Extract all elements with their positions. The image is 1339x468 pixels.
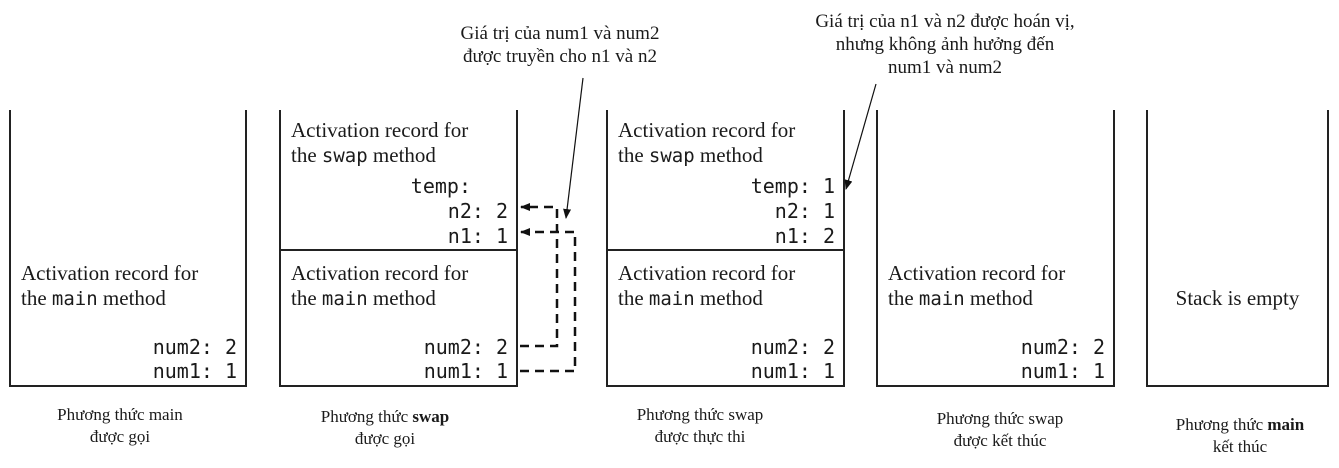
- pointer-arrow-swapped: [844, 83, 877, 190]
- caption-swap-called: Phương thức swap được gọi: [320, 407, 450, 448]
- dashed-arrow-num1-to-n1: [520, 228, 577, 373]
- note-swapped-line2: nhưng không ảnh hưởng đến: [835, 34, 1055, 55]
- var-temp: temp:: [410, 174, 471, 198]
- main-record-title: Activation record for the main method: [291, 261, 469, 310]
- swap-record-title: Activation record for the swap method: [291, 118, 469, 167]
- main-record-title: Activation record for the main method: [888, 261, 1066, 310]
- var-num2: num2: 2: [152, 335, 237, 359]
- stack-empty-label: Stack is empty: [1175, 286, 1300, 310]
- caption-swap-finished: Phương thức swap được kết thúc: [936, 409, 1064, 450]
- caption-swap-executing: Phương thức swap được thực thi: [636, 405, 764, 446]
- stack-swap-executing: Activation record for the swap method te…: [606, 110, 845, 387]
- note-swapped-line1: Giá trị của n1 và n2 được hoán vị,: [815, 11, 1075, 32]
- stack-main-called: Activation record for the main method nu…: [9, 110, 247, 387]
- pointer-arrow-passed: [563, 77, 584, 219]
- var-n2: n2: 2: [447, 199, 508, 223]
- var-temp: temp: 1: [750, 174, 835, 198]
- stack-empty: Stack is empty: [1146, 110, 1329, 387]
- var-num2: num2: 2: [423, 335, 508, 359]
- frame-divider: [608, 249, 843, 251]
- var-n1: n1: 2: [774, 224, 835, 248]
- stack-swap-finished: Activation record for the main method nu…: [876, 110, 1115, 387]
- frame-divider: [281, 249, 516, 251]
- dashed-arrow-num2-to-n2: [520, 203, 559, 348]
- var-n2: n2: 1: [774, 199, 835, 223]
- note-passed-line1: Giá trị của num1 và num2: [460, 23, 660, 44]
- var-num1: num1: 1: [750, 359, 835, 383]
- note-values-swapped: Giá trị của n1 và n2 được hoán vị, nhưng…: [760, 10, 1130, 79]
- var-n1: n1: 1: [447, 224, 508, 248]
- caption-main-finished: Phương thức main kết thúc: [1175, 415, 1305, 456]
- var-num2: num2: 2: [1020, 335, 1105, 359]
- caption-main-called: Phương thức main được gọi: [57, 405, 183, 446]
- stack-swap-called: Activation record for the swap method te…: [279, 110, 518, 387]
- note-swapped-line3: num1 và num2: [888, 57, 1002, 78]
- main-record-title: Activation record for the main method: [21, 261, 199, 310]
- main-record-title: Activation record for the main method: [618, 261, 796, 310]
- note-passed-line2: được truyền cho n1 và n2: [463, 46, 657, 67]
- var-num1: num1: 1: [423, 359, 508, 383]
- var-num1: num1: 1: [152, 359, 237, 383]
- note-values-passed: Giá trị của num1 và num2 được truyền cho…: [430, 22, 690, 68]
- var-num2: num2: 2: [750, 335, 835, 359]
- var-num1: num1: 1: [1020, 359, 1105, 383]
- swap-record-title: Activation record for the swap method: [618, 118, 796, 167]
